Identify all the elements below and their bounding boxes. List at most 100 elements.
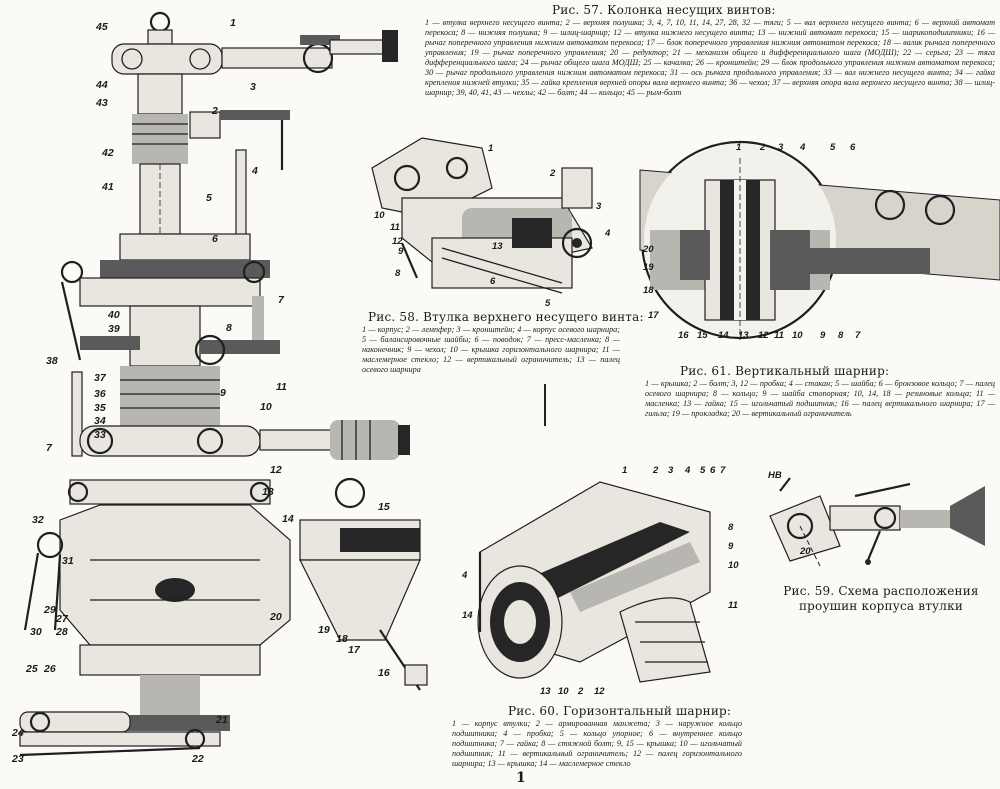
fig57-callout: 44: [96, 79, 108, 91]
fig57-callout: 7: [278, 294, 284, 306]
fig60-callout: 2: [578, 686, 584, 697]
fig60-callout: 7: [720, 465, 726, 476]
fig61-callout: 8: [838, 330, 844, 341]
fig57-callout: 8: [226, 322, 232, 334]
fig61-callout: 11: [774, 330, 784, 341]
fig61-callout: 7: [855, 330, 861, 341]
fig57-drawing: [0, 0, 440, 789]
fig58-callout: 12: [392, 236, 403, 247]
fig60-callout: 5: [700, 465, 706, 476]
fig60-callout: 10: [558, 686, 569, 697]
fig61-callout: 18: [643, 285, 654, 296]
fig57-rotor-column-illustration: [19, 11, 428, 757]
fig57-callout: 20: [270, 611, 282, 623]
fig57-callout: 26: [44, 663, 56, 675]
fig57-callout: 18: [336, 633, 348, 645]
fig58-callout: 9: [398, 246, 404, 257]
fig57-callout: 43: [96, 97, 108, 109]
fig57-callout: 4: [252, 165, 258, 177]
fig60-callout: 2: [653, 465, 659, 476]
fig57-callout: 39: [108, 323, 120, 335]
fig57-callout: 45: [96, 21, 108, 33]
fig57-callout: 10: [260, 401, 272, 413]
fig60-callout: 14: [462, 610, 473, 621]
fig61-vertical-hinge-illustration: [639, 140, 1000, 340]
fig58-callout: 11: [390, 222, 400, 233]
fig61-callout: 17: [648, 310, 659, 321]
fig58-callout: 4: [605, 228, 611, 239]
fig57-callout: 24: [12, 727, 24, 739]
fig58-callout: 8: [395, 268, 401, 279]
fig58-caption-legend: 1 — корпус; 2 — лемпфер; 3 — кронштейн; …: [362, 325, 620, 374]
fig57-callout: 27: [56, 613, 68, 625]
fig58-callout: 5: [545, 298, 551, 309]
fig61-callout: 14: [718, 330, 729, 341]
fig60-callout: 3: [668, 465, 674, 476]
fig58-callout: 2: [550, 168, 556, 179]
fig61-callout: 2: [760, 142, 766, 153]
fig60-callout: 1: [622, 465, 628, 476]
fig61-drawing: [639, 140, 1000, 345]
fig57-callout: 13: [262, 486, 274, 498]
fig60-drawing: [460, 462, 740, 687]
fig61-callout: 4: [800, 142, 806, 153]
fig57-callout: 36: [94, 388, 106, 400]
fig59-lug-scheme-illustration: [769, 477, 985, 567]
fig57-callout: 1: [230, 17, 236, 29]
fig57-callout: 22: [192, 753, 204, 765]
page-number: 1: [516, 770, 526, 786]
fig57-callout: 16: [378, 667, 390, 679]
fig61-callout: 6: [850, 142, 856, 153]
fig57-callout: 17: [348, 644, 360, 656]
vertical-divider: [544, 384, 546, 426]
fig57-callout: 30: [30, 626, 42, 638]
fig61-callout: 5: [830, 142, 836, 153]
fig57-callout: 9: [220, 387, 226, 399]
fig60-caption-title: Рис. 60. Горизонтальный шарнир:: [508, 704, 732, 718]
fig57-callout: 35: [94, 402, 106, 414]
fig58-drawing: [362, 128, 612, 303]
fig60-horizontal-hinge-illustration: [477, 481, 711, 683]
fig57-callout: 2: [212, 105, 218, 117]
fig60-callout: 10: [728, 560, 739, 571]
fig61-callout: 16: [678, 330, 689, 341]
fig60-callout: 9: [728, 541, 734, 552]
fig57-callout: 42: [102, 147, 114, 159]
fig57-callout: 23: [12, 753, 24, 765]
fig57-callout: 33: [94, 429, 106, 441]
fig58-hub-illustration: [371, 137, 593, 294]
fig57-callout: 34: [94, 415, 106, 427]
fig59-drawing: [760, 466, 995, 576]
fig57-callout: 32: [32, 514, 44, 526]
fig57-callout: 40: [108, 309, 120, 321]
fig57-callout: 7: [46, 442, 52, 454]
fig61-callout: 3: [778, 142, 784, 153]
fig60-callout: 11: [728, 600, 738, 611]
fig57-callout: 3: [250, 81, 256, 93]
fig60-caption-legend: 1 — корпус втулки; 2 — армированная манж…: [452, 719, 742, 768]
fig60-callout: 8: [728, 522, 734, 533]
fig57-callout: 25: [26, 663, 38, 675]
fig60-callout: 4: [462, 570, 468, 581]
fig58-callout: 6: [490, 276, 496, 287]
fig61-callout: 12: [758, 330, 769, 341]
fig58-caption-title: Рис. 58. Втулка верхнего несущего винта:: [368, 310, 644, 324]
fig60-callout: 12: [594, 686, 605, 697]
fig57-callout: 6: [212, 233, 218, 245]
fig57-callout: 31: [62, 555, 74, 567]
fig57-callout: 15: [378, 501, 390, 513]
fig57-callout: 28: [56, 626, 68, 638]
fig58-callout: 10: [374, 210, 385, 221]
fig57-callout: 38: [46, 355, 58, 367]
fig59-callout: НВ: [768, 470, 782, 481]
fig60-callout: 13: [540, 686, 551, 697]
fig59-caption-title: Рис. 59. Схема расположения проушин корп…: [783, 584, 979, 613]
fig61-caption-legend: 1 — крышка; 2 — болт; 3, 12 — пробка; 4 …: [645, 379, 995, 418]
fig57-caption-title: Рис. 57. Колонка несущих винтов:: [552, 3, 776, 17]
fig61-callout: 10: [792, 330, 803, 341]
fig59-callout: 20: [800, 546, 811, 557]
fig57-callout: 37: [94, 372, 106, 384]
fig58-callout: 13: [492, 241, 503, 252]
fig61-caption-title: Рис. 61. Вертикальный шарнир:: [680, 364, 890, 378]
